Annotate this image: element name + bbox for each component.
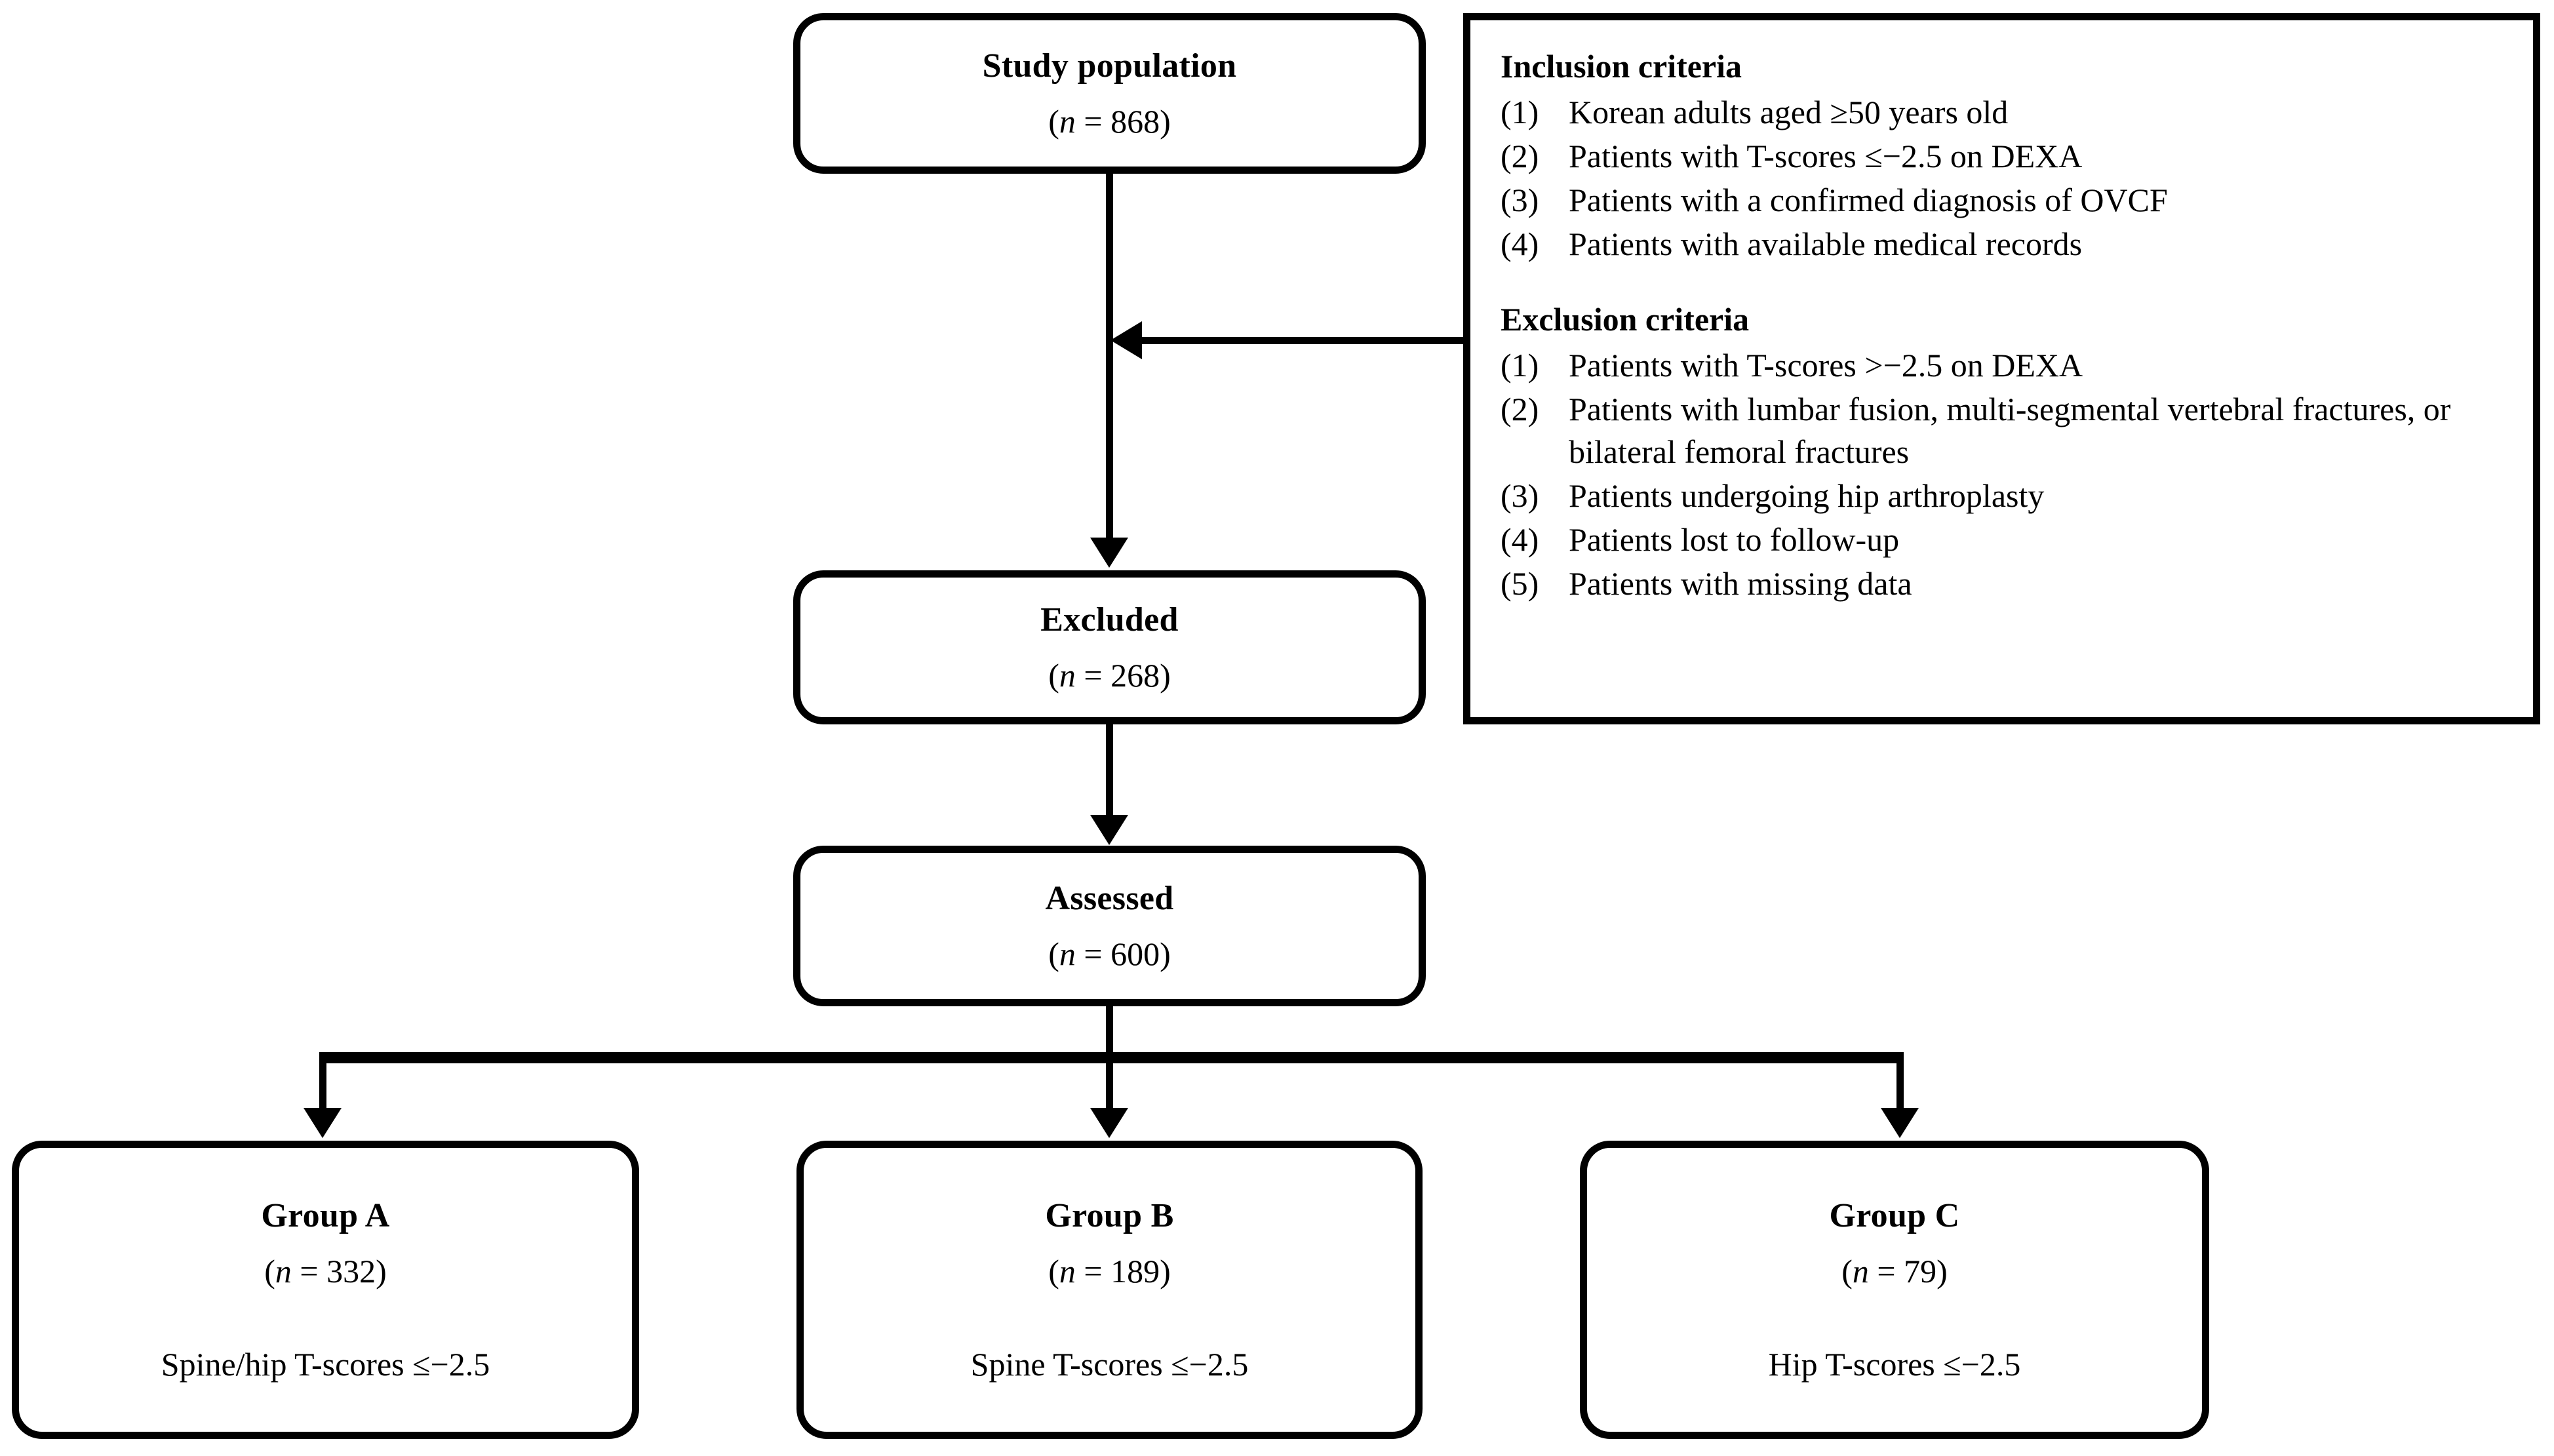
item-text: Patients with T-scores ≤−2.5 on DEXA xyxy=(1569,138,2083,174)
connector-assessed-trunk xyxy=(1106,1006,1113,1059)
connector-branch-group-c xyxy=(1896,1052,1904,1111)
node-count: (n = 79) xyxy=(1841,1252,1948,1289)
node-title: Group A xyxy=(261,1197,390,1235)
item-number: (1) xyxy=(1501,347,1539,384)
arrowhead-branch-group-b xyxy=(1090,1108,1128,1138)
node-title: Assessed xyxy=(1045,880,1174,918)
item-number: (5) xyxy=(1501,565,1539,602)
list-item: (1) Patients with T-scores >−2.5 on DEXA xyxy=(1501,344,2507,387)
inclusion-criteria-list: (1) Korean adults aged ≥50 years old (2) P… xyxy=(1501,91,2507,266)
connector-branch-group-b xyxy=(1106,1052,1113,1111)
list-item: (2) Patients with lumbar fusion, multi-se… xyxy=(1501,388,2507,473)
arrowhead-branch-group-c xyxy=(1881,1108,1919,1138)
arrowhead-branch-group-a xyxy=(304,1108,342,1138)
item-text: Patients lost to follow-up xyxy=(1569,521,1900,558)
node-excluded: Excluded (n = 268) xyxy=(793,570,1426,724)
list-item: (2) Patients with T-scores ≤−2.5 on DEXA xyxy=(1501,135,2507,178)
connector-excluded-to-assessed xyxy=(1106,724,1113,819)
node-title: Group C xyxy=(1829,1197,1960,1235)
item-number: (2) xyxy=(1501,138,1539,174)
node-group-b: Group B (n = 189) Spine T-scores ≤−2.5 xyxy=(796,1141,1423,1439)
node-criterion: Hip T-scores ≤−2.5 xyxy=(1768,1345,2021,1383)
node-group-c: Group C (n = 79) Hip T-scores ≤−2.5 xyxy=(1580,1141,2209,1439)
exclusion-criteria-heading: Exclusion criteria xyxy=(1501,301,1750,338)
arrowhead-criteria-to-flow xyxy=(1110,321,1142,359)
node-count: (n = 268) xyxy=(1048,656,1171,694)
list-item: (4) Patients lost to follow-up xyxy=(1501,519,2507,561)
node-criterion: Spine T-scores ≤−2.5 xyxy=(970,1345,1249,1383)
node-count: (n = 189) xyxy=(1048,1252,1171,1289)
node-title: Group B xyxy=(1045,1197,1174,1235)
connector-study-to-excluded xyxy=(1106,174,1113,541)
item-number: (4) xyxy=(1501,226,1539,262)
connector-branch-group-a xyxy=(319,1052,326,1111)
node-count: (n = 600) xyxy=(1048,935,1171,972)
item-number: (2) xyxy=(1501,391,1539,427)
item-number: (3) xyxy=(1501,477,1539,514)
node-title: Excluded xyxy=(1040,601,1179,639)
list-item: (5) Patients with missing data xyxy=(1501,562,2507,605)
node-count: (n = 332) xyxy=(264,1252,387,1289)
item-text: Patients with T-scores >−2.5 on DEXA xyxy=(1569,347,2083,384)
node-assessed: Assessed (n = 600) xyxy=(793,846,1426,1006)
list-item: (1) Korean adults aged ≥50 years old xyxy=(1501,91,2507,134)
node-criterion: Spine/hip T-scores ≤−2.5 xyxy=(161,1345,490,1383)
exclusion-criteria-list: (1)Patients with T-scores >−2.5 on DEXA … xyxy=(1501,344,2507,605)
item-text: Patients undergoing hip arthroplasty xyxy=(1569,477,2045,514)
list-item: (4) Patients with available medical recor… xyxy=(1501,223,2507,266)
arrowhead-excluded-to-assessed xyxy=(1090,815,1128,845)
node-title: Study population xyxy=(982,47,1237,85)
list-item: (3) Patients with a confirmed diagnosis o… xyxy=(1501,179,2507,222)
node-study-population: Study population (n = 868) xyxy=(793,13,1426,174)
item-text: Patients with a confirmed diagnosis of O… xyxy=(1569,182,2168,218)
node-group-a: Group A (n = 332) Spine/hip T-scores ≤−2… xyxy=(12,1141,639,1439)
item-number: (3) xyxy=(1501,182,1539,218)
item-number: (1) xyxy=(1501,94,1539,130)
item-number: (4) xyxy=(1501,521,1539,558)
connector-criteria-to-flow xyxy=(1141,337,1463,344)
item-text: Patients with available medical records xyxy=(1569,226,2083,262)
item-text: Patients with lumbar fusion, multi-segme… xyxy=(1569,391,2451,470)
list-item: (3) Patients undergoing hip arthroplasty xyxy=(1501,475,2507,517)
item-text: Patients with missing data xyxy=(1569,565,1912,602)
criteria-panel: Inclusion criteria (1) Korean adults aged… xyxy=(1463,13,2540,724)
node-count: (n = 868) xyxy=(1048,102,1171,140)
arrowhead-study-to-excluded xyxy=(1090,538,1128,568)
inclusion-criteria-heading: Inclusion criteria xyxy=(1501,48,1742,85)
item-text: Korean adults aged ≥50 years old xyxy=(1569,94,2009,130)
